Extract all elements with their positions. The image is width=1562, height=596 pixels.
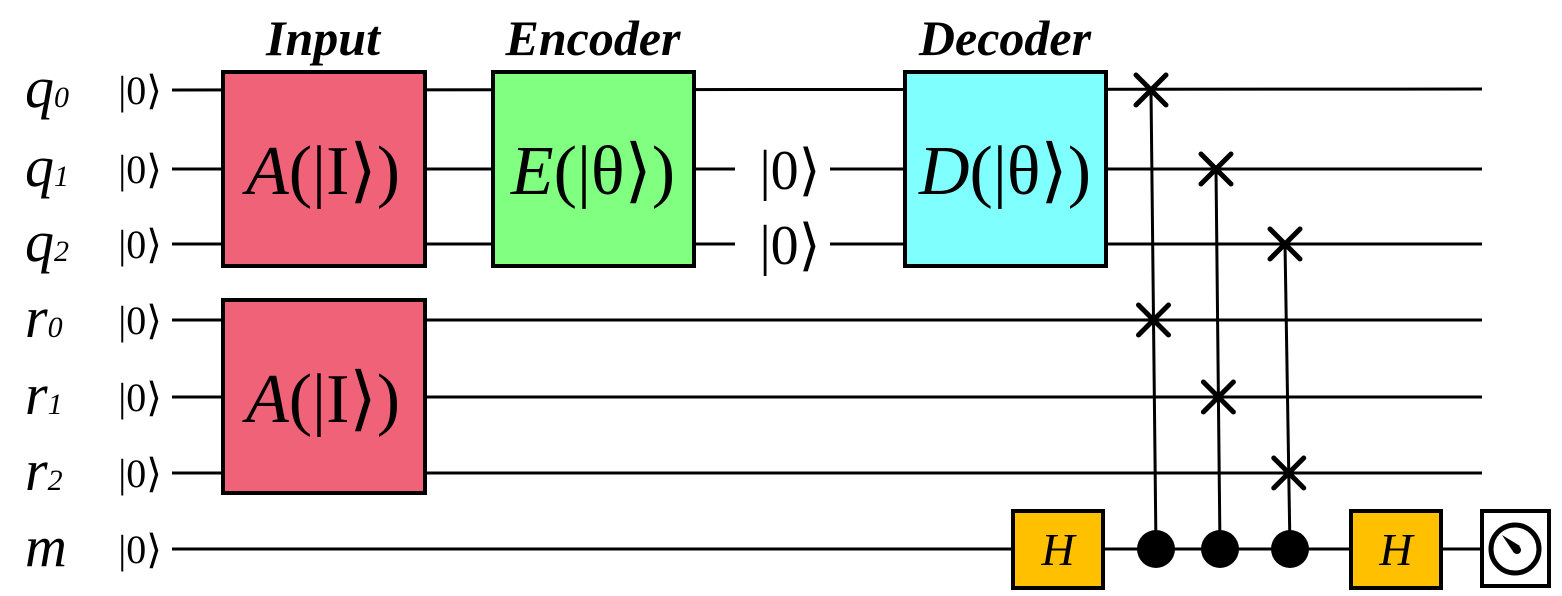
hadamard-label: H (1040, 524, 1077, 575)
gate-arg: (|I⟩) (289, 361, 400, 438)
controlled-swap-2 (1198, 151, 1239, 568)
decoder-gate: D(|θ⟩) (903, 70, 1108, 268)
encoder-gate-box (491, 70, 696, 268)
gate-arg: (|I⟩) (289, 133, 400, 210)
qubit-index: 2 (48, 464, 63, 497)
control-line (1283, 243, 1292, 550)
init-ket: |0⟩ (118, 375, 162, 420)
gate-op: D (918, 133, 970, 210)
qubit-name: m (25, 514, 67, 579)
init-ket: |0⟩ (118, 451, 162, 496)
gate-arg: (|θ⟩) (970, 133, 1091, 210)
qubit-label: q1 (25, 134, 69, 199)
input-gate-box (221, 70, 427, 268)
init-ket: |0⟩ (118, 527, 162, 572)
encoder-gate: E(|θ⟩) (491, 70, 696, 268)
decoder-title: Decoder (918, 10, 1092, 66)
swap-x-icon (1136, 302, 1172, 338)
input-gate-label: A(|I⟩) (242, 133, 400, 210)
hadamard-box (1011, 509, 1105, 590)
qubit-label: q0 (25, 55, 69, 120)
init-ket: |0⟩ (118, 222, 162, 267)
control-dot (1271, 530, 1309, 568)
qubit-label: r2 (25, 438, 63, 503)
qubit-index: 2 (54, 235, 69, 268)
init-ket: |0⟩ (118, 298, 162, 343)
qubit-label: r0 (25, 285, 63, 350)
controlled-swap-1 (1133, 72, 1175, 568)
qubit-label: q2 (25, 209, 69, 274)
qubit-name: r (25, 362, 48, 427)
control-dot (1201, 530, 1239, 568)
input-gate-label: A(|I⟩) (242, 361, 400, 438)
qubit-index: 1 (48, 388, 63, 421)
qubit-labels: q0|0⟩q1|0⟩q2|0⟩r0|0⟩r1|0⟩r2|0⟩m|0⟩ (25, 55, 162, 579)
qubit-name: q (25, 55, 54, 120)
qubit-name: r (25, 285, 48, 350)
qubit-index: 0 (48, 311, 63, 344)
encoder-gate-label: E(|θ⟩) (510, 133, 675, 210)
swap-x-icon (1271, 455, 1307, 491)
control-dot (1137, 530, 1175, 568)
hadamard-box (1349, 509, 1443, 590)
gate-op: E (510, 133, 554, 210)
reset-ket-q2: |0⟩ (759, 215, 820, 277)
qubit-name: r (25, 438, 48, 503)
hadamard-gate-1: H (1011, 509, 1105, 590)
swap-x-icon (1267, 226, 1303, 262)
init-ket: |0⟩ (118, 147, 162, 192)
swap-x-icon (1133, 72, 1169, 108)
control-line (1214, 168, 1222, 550)
gate-op: A (242, 361, 289, 438)
controlled-swap-3 (1267, 226, 1309, 568)
qubit-name: q (25, 134, 54, 199)
reset-ket-q1: |0⟩ (759, 140, 820, 202)
hadamard-label: H (1378, 524, 1415, 575)
qubit-label: r1 (25, 362, 63, 427)
qubit-index: 0 (54, 81, 69, 114)
gate-arg: (|θ⟩) (554, 133, 675, 210)
swap-x-icon (1198, 151, 1234, 187)
gate-op: A (242, 133, 289, 210)
qubit-label: m (25, 514, 67, 579)
controlled-swaps (1133, 72, 1309, 568)
input-title: Input (265, 10, 382, 66)
input-gate-box (221, 298, 427, 495)
swap-x-icon (1200, 379, 1236, 415)
encoder-title: Encoder (505, 10, 682, 66)
qubit-name: q (25, 209, 54, 274)
decoder-gate-label: D(|θ⟩) (918, 133, 1091, 210)
init-ket: |0⟩ (118, 68, 162, 113)
hadamard-gate-2: H (1349, 509, 1443, 590)
qubit-index: 1 (54, 160, 69, 193)
decoder-gate-box (903, 70, 1108, 268)
measurement-meter-icon (1480, 509, 1551, 588)
input-gate-q: A(|I⟩) (221, 70, 427, 268)
input-gate-r: A(|I⟩) (221, 298, 427, 495)
